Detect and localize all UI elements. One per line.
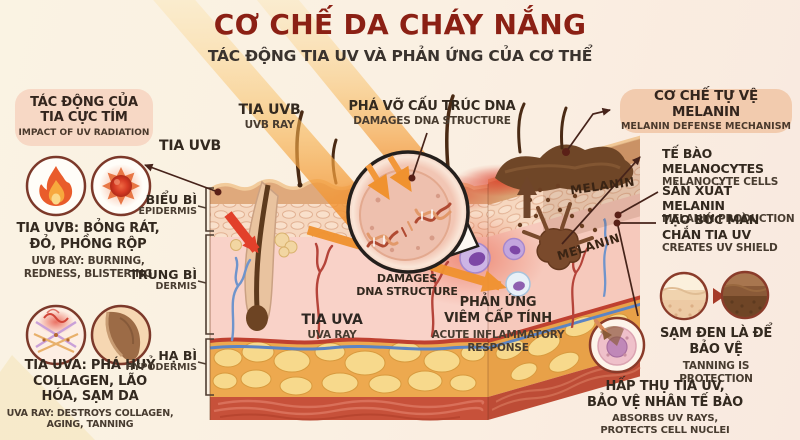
uv-impact-box: TÁC ĐỘNG CỦA TIA CỰC TÍM IMPACT OF UV RA… [15, 89, 153, 146]
uv-into-cell-arrow [387, 155, 412, 192]
inflammation-vi-line1: PHẢN ỨNG [459, 295, 537, 310]
melanocytes-en: MELANOCYTE CELLS [662, 176, 779, 188]
dna-damage-caption: DAMAGES DNA STRUCTURE [352, 272, 462, 298]
tanning-circles [659, 270, 770, 321]
dna-label-en: DAMAGES DNA STRUCTURE [353, 114, 511, 127]
shield-vi-line2: CHẮN TIA UV [662, 227, 751, 242]
dna-caption-line2: DNA STRUCTURE [356, 285, 458, 299]
uv-into-cell-arrow [365, 163, 390, 200]
absorb-caption: HẤP THỤ TIA UV, BẢO VỆ NHÂN TẾ BÀO ABSOR… [572, 379, 758, 437]
hair-follicle [230, 180, 298, 331]
dna-label-vi: PHÁ VỠ CẤU TRÚC DNA [348, 99, 516, 114]
uv-beam-1 [153, 0, 394, 228]
epidermis-vi: BIỂU BÌ [145, 192, 197, 207]
tanning-en: TANNING IS PROTECTION [679, 360, 753, 385]
uvb-top-vi: TIA UVB [238, 102, 301, 118]
shield-en: CREATES UV SHIELD [662, 242, 778, 254]
inflammation-en-line1: ACUTE INFLAMMATORY [431, 329, 565, 342]
uva-vi-line1: TIA UVA: PHÁ HUỶ [24, 358, 156, 373]
melanin-up-arrow [517, 176, 537, 195]
layer-label-epidermis: BIỂU BÌ EPIDERMIS [77, 192, 197, 218]
uvb-effect-caption: TIA UVB: BỎNG RÁT, ĐỎ, PHỒNG RỘP UVB RAY… [4, 221, 172, 280]
inflammation-en-line2: RESPONSE [467, 341, 529, 354]
broken-dna [366, 202, 452, 248]
layer-brackets [197, 187, 214, 396]
uva-en-line1: UVA RAY: DESTROYS COLLAGEN, [6, 407, 174, 419]
uva-effect-icons [25, 304, 152, 366]
production-vi: SẢN XUẤT MELANIN [662, 183, 732, 213]
uvb-effect-icons [25, 155, 152, 217]
absorb-vi-line1: HẤP THỤ TIA UV, [605, 379, 725, 394]
dna-magnifier [346, 150, 480, 274]
hypodermis-en: HYPODERMIS [125, 362, 197, 374]
sunburn-icon [99, 164, 143, 208]
uv-beam-2 [256, 0, 446, 178]
uva-en: UVA RAY [307, 328, 357, 341]
layer-label-hypodermis: HẠ BÌ HYPODERMIS [77, 348, 197, 374]
tanning-vi-line2: BẢO VỆ [689, 341, 743, 357]
uva-vi-line3: HÓA, SẠM DA [41, 389, 139, 405]
absorb-vi-line2: BẢO VỆ NHÂN TẾ BÀO [587, 394, 743, 410]
uv-shield-cell-circle [588, 316, 646, 374]
uvb-vi-line1: TIA UVB: BỎNG RÁT, [16, 221, 160, 236]
decor-streak [0, 355, 95, 440]
melanin-production-label: SẢN XUẤT MELANIN MELANIN PRODUCTION [662, 183, 797, 226]
uv-impact-title-line1: TÁC ĐỘNG CỦA [30, 95, 138, 111]
uva-ray-label: TIA UVA UVA RAY [293, 312, 371, 341]
dna-damage-label: PHÁ VỠ CẤU TRÚC DNA DAMAGES DNA STRUCTUR… [348, 99, 516, 127]
absorb-en-line2: PROTECTS CELL NUCLEI [600, 425, 730, 437]
tanning-vi-line1: SẠM ĐEN LÀ ĐỂ [659, 326, 773, 341]
inflammation-vi-line2: VIÊM CẤP TÍNH [444, 310, 552, 326]
dna-caption-line1: DAMAGES [376, 272, 438, 285]
uv-impact-subtitle: IMPACT OF UV RADIATION [18, 128, 150, 139]
shield-vi-line1: TẠO BỨC MÀN [662, 212, 760, 227]
uvb-en-line2: REDNESS, BLISTERING [23, 267, 153, 280]
melanocyte-cell [460, 144, 634, 271]
uvb-vi-line2: ĐỎ, PHỒNG RỘP [29, 236, 147, 252]
hypodermis-vi: HẠ BÌ [158, 348, 197, 363]
uvb-left-text: TIA UVB [159, 138, 221, 154]
page-title: CƠ CHẾ DA CHÁY NẮNG [213, 8, 587, 41]
uva-en-line2: AGING, TANNING [46, 419, 134, 431]
collagen-damage-icon [33, 308, 79, 354]
uva-effect-caption: TIA UVA: PHÁ HUỶ COLLAGEN, LÃO HÓA, SẠM … [4, 358, 176, 431]
uvb-top-en: UVB RAY [244, 118, 295, 131]
tanning-arrow-icon [713, 288, 725, 304]
uvb-arrow [224, 211, 260, 254]
dermis-en: DERMIS [155, 281, 197, 293]
uva-vi-line2: COLLAGEN, LÃO [33, 373, 147, 389]
flame-icon [39, 166, 73, 206]
melanocytes-label: TẾ BÀO MELANOCYTES MELANOCYTE CELLS [662, 146, 797, 189]
epidermis-en: EPIDERMIS [138, 206, 197, 218]
connector-lines [144, 107, 659, 317]
production-en: MELANIN PRODUCTION [662, 213, 795, 225]
uv-shield-label: TẠO BỨC MÀN CHẮN TIA UV CREATES UV SHIEL… [662, 212, 797, 255]
uvb-ray-top-label: TIA UVB UVB RAY [222, 102, 317, 131]
melanin-box-title: CƠ CHẾ TỰ VỆ MELANIN [654, 88, 758, 120]
connector-dots [214, 148, 622, 227]
uv-impact-title-line2: TIA CỰC TÍM [40, 110, 128, 126]
dermis-vi: TRUNG BÌ [129, 267, 197, 282]
melanocytes-vi: TẾ BÀO MELANOCYTES [662, 146, 764, 176]
melanin-defense-box: CƠ CHẾ TỰ VỆ MELANIN MELANIN DEFENSE MEC… [620, 88, 792, 133]
uvb-en-line1: UVB RAY: BURNING, [31, 255, 145, 268]
melanin-box-subtitle: MELANIN DEFENSE MECHANISM [620, 121, 792, 133]
skin-aging-icon [105, 311, 141, 361]
absorb-en-line1: ABSORBS UV RAYS, [612, 413, 718, 425]
inflammation-caption: PHẢN ỨNG VIÊM CẤP TÍNH ACUTE INFLAMMATOR… [428, 295, 568, 354]
tanning-caption: SẠM ĐEN LÀ ĐỂ BẢO VỆ TANNING IS PROTECTI… [646, 326, 786, 385]
uva-vi: TIA UVA [301, 312, 363, 328]
layer-label-dermis: TRUNG BÌ DERMIS [77, 267, 197, 293]
uvb-ray-left-label: TIA UVB [150, 138, 230, 155]
page-subtitle: TÁC ĐỘNG TIA UV VÀ PHẢN ỨNG CỦA CƠ THỂ [207, 47, 593, 65]
